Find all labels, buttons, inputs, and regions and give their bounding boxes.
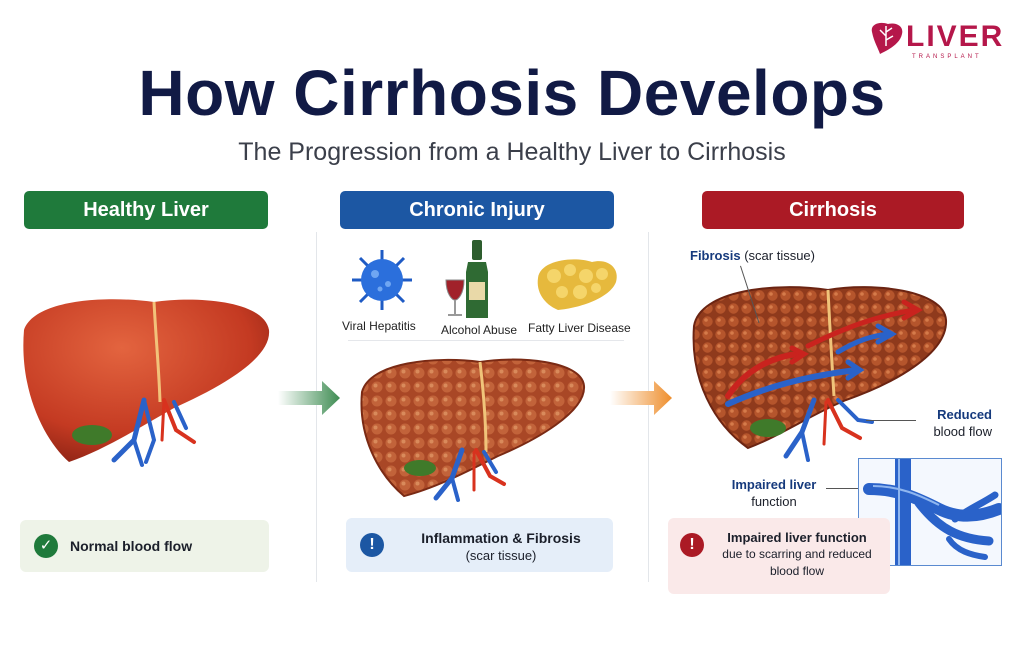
cause-label-alcohol-abuse: Alcohol Abuse	[441, 323, 518, 337]
reduced-flow-leader-line	[866, 420, 916, 421]
virus-icon	[352, 250, 412, 310]
status-box-impaired-line2: due to scarring and reduced	[722, 547, 872, 561]
annotation-impaired-function: Impaired liver function	[720, 476, 828, 510]
status-box-inflammation-line1: Inflammation & Fibrosis	[421, 530, 581, 546]
impaired-leader-line	[826, 488, 858, 489]
annotation-impaired-2: function	[751, 494, 797, 509]
flow-arrow-green-icon	[278, 381, 340, 415]
annotation-reduced-1: Reduced	[937, 407, 992, 422]
status-box-normal-text: Normal blood flow	[70, 538, 193, 554]
injured-liver-illustration	[360, 358, 586, 502]
wine-bottle-icon	[445, 240, 488, 318]
annotation-reduced-blood-flow: Reduced blood flow	[920, 406, 992, 440]
status-box-impaired-text: Impaired liver function due to scarring …	[708, 529, 886, 580]
status-box-inflammation: ! Inflammation & Fibrosis (scar tissue)	[346, 518, 613, 572]
stage-header-healthy: Healthy Liver	[24, 191, 268, 229]
liver-transplant-logo: LIVER TRANSPLANT	[866, 18, 1014, 64]
check-circle-icon: ✓	[34, 534, 58, 558]
status-box-impaired-line1: Impaired liver function	[727, 530, 867, 545]
liver-logo-icon	[871, 22, 903, 54]
annotation-reduced-2: blood flow	[933, 424, 992, 439]
info-circle-icon: !	[360, 533, 384, 557]
causes-divider	[348, 340, 624, 341]
healthy-liver-illustration	[23, 299, 270, 467]
logo-subtitle: TRANSPLANT	[912, 54, 982, 60]
status-box-inflammation-text: Inflammation & Fibrosis (scar tissue)	[396, 529, 606, 565]
causes-row: Viral Hepatitis Alcohol Abuse Fatty Live…	[336, 234, 636, 340]
page-title: How Cirrhosis Develops	[138, 57, 886, 129]
fatty-liver-icon	[537, 259, 617, 310]
alert-circle-icon: !	[680, 533, 704, 557]
page-subtitle: The Progression from a Healthy Liver to …	[238, 138, 786, 166]
cirrhotic-liver-illustration	[692, 286, 948, 462]
blood-vessel-icon	[863, 459, 1001, 565]
annotation-fibrosis: Fibrosis (scar tissue)	[690, 248, 815, 263]
stage-header-chronic-injury: Chronic Injury	[340, 191, 614, 229]
cause-label-fatty-liver: Fatty Liver Disease	[528, 321, 631, 335]
flow-arrow-orange-icon	[610, 381, 672, 415]
status-box-inflammation-line2: (scar tissue)	[465, 548, 537, 563]
stage-header-cirrhosis: Cirrhosis	[702, 191, 964, 229]
column-divider	[316, 232, 317, 582]
logo-wordmark: LIVER	[906, 20, 1005, 53]
annotation-impaired-1: Impaired liver	[731, 477, 817, 492]
annotation-fibrosis-note: (scar tissue)	[744, 248, 815, 263]
status-box-impaired: ! Impaired liver function due to scarrin…	[668, 518, 890, 594]
status-box-impaired-line3: blood flow	[769, 564, 825, 578]
annotation-fibrosis-term: Fibrosis	[690, 248, 741, 263]
status-box-normal: ✓ Normal blood flow	[20, 520, 269, 572]
column-divider	[648, 232, 649, 582]
cause-label-viral-hepatitis: Viral Hepatitis	[342, 319, 416, 333]
